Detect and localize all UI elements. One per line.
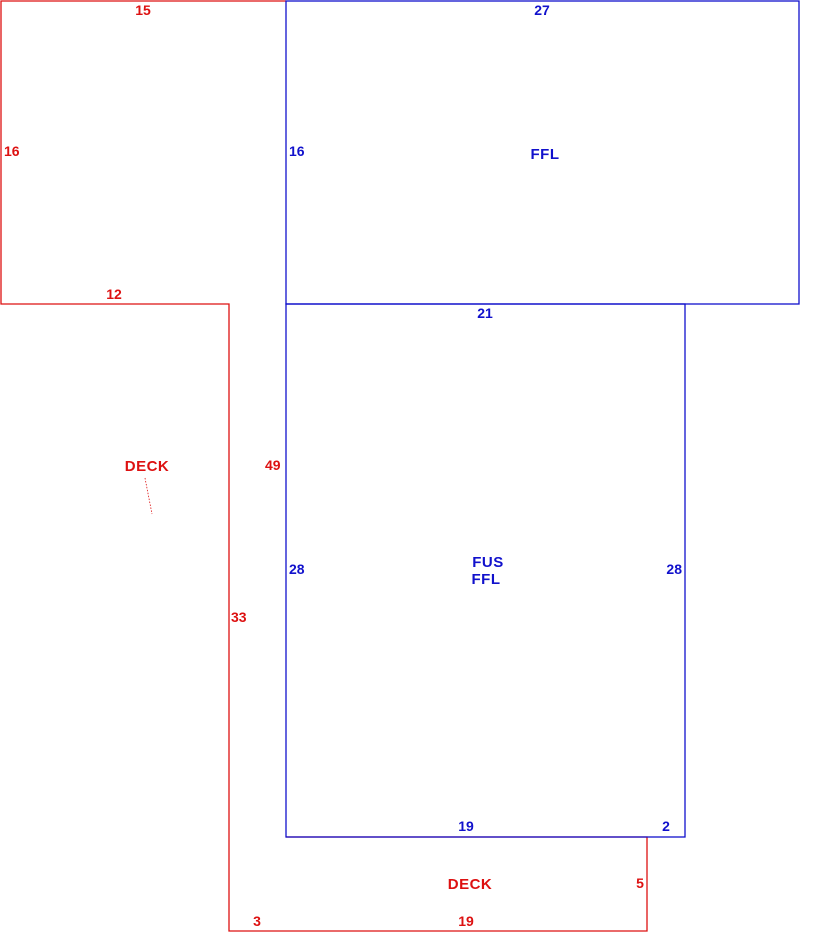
ffl-upper-left-dimension: 16 bbox=[289, 143, 305, 159]
fus-ffl-labels: 21 28 28 19 2 FUS FFL bbox=[289, 305, 682, 834]
deck-left-ledge-dimension: 12 bbox=[106, 286, 122, 302]
fus-ffl-area-label-line1: FUS bbox=[472, 554, 504, 571]
fus-ffl-bottom-dimension: 19 bbox=[458, 818, 474, 834]
deck-left-labels: 15 16 12 49 33 3 DECK bbox=[4, 2, 281, 929]
deck-left-inner-vertical-dimension: 33 bbox=[231, 609, 247, 625]
deck-bottom-right-dimension: 5 bbox=[636, 875, 644, 891]
fus-ffl-left-dimension: 28 bbox=[289, 561, 305, 577]
deck-bottom-bottom-dimension: 19 bbox=[458, 913, 474, 929]
ffl-outlines bbox=[285, 0, 800, 838]
fus-ffl-outline bbox=[285, 303, 686, 838]
fus-ffl-bottom-right-dimension: 2 bbox=[662, 818, 670, 834]
ffl-upper-top-dimension: 27 bbox=[534, 2, 550, 18]
deck-left-outline bbox=[0, 0, 286, 932]
deck-left-area-label: DECK bbox=[125, 458, 170, 475]
fus-ffl-right-dimension: 28 bbox=[666, 561, 682, 577]
deck-leader-line bbox=[144, 477, 153, 515]
deck-left-long-side-dimension: 49 bbox=[265, 457, 281, 473]
deck-bottom-labels: 5 19 DECK bbox=[448, 875, 644, 929]
deck-outlines bbox=[0, 0, 648, 932]
ffl-upper-area-label: FFL bbox=[531, 146, 560, 163]
fus-ffl-area-label-line2: FFL bbox=[472, 571, 501, 588]
deck-left-bottom-dimension: 3 bbox=[253, 913, 261, 929]
deck-left-top-dimension: 15 bbox=[135, 2, 151, 18]
ffl-upper-labels: 27 16 FFL bbox=[289, 2, 560, 163]
fus-ffl-top-dimension: 21 bbox=[477, 305, 493, 321]
deck-bottom-area-label: DECK bbox=[448, 876, 493, 893]
deck-left-side-dimension: 16 bbox=[4, 143, 20, 159]
